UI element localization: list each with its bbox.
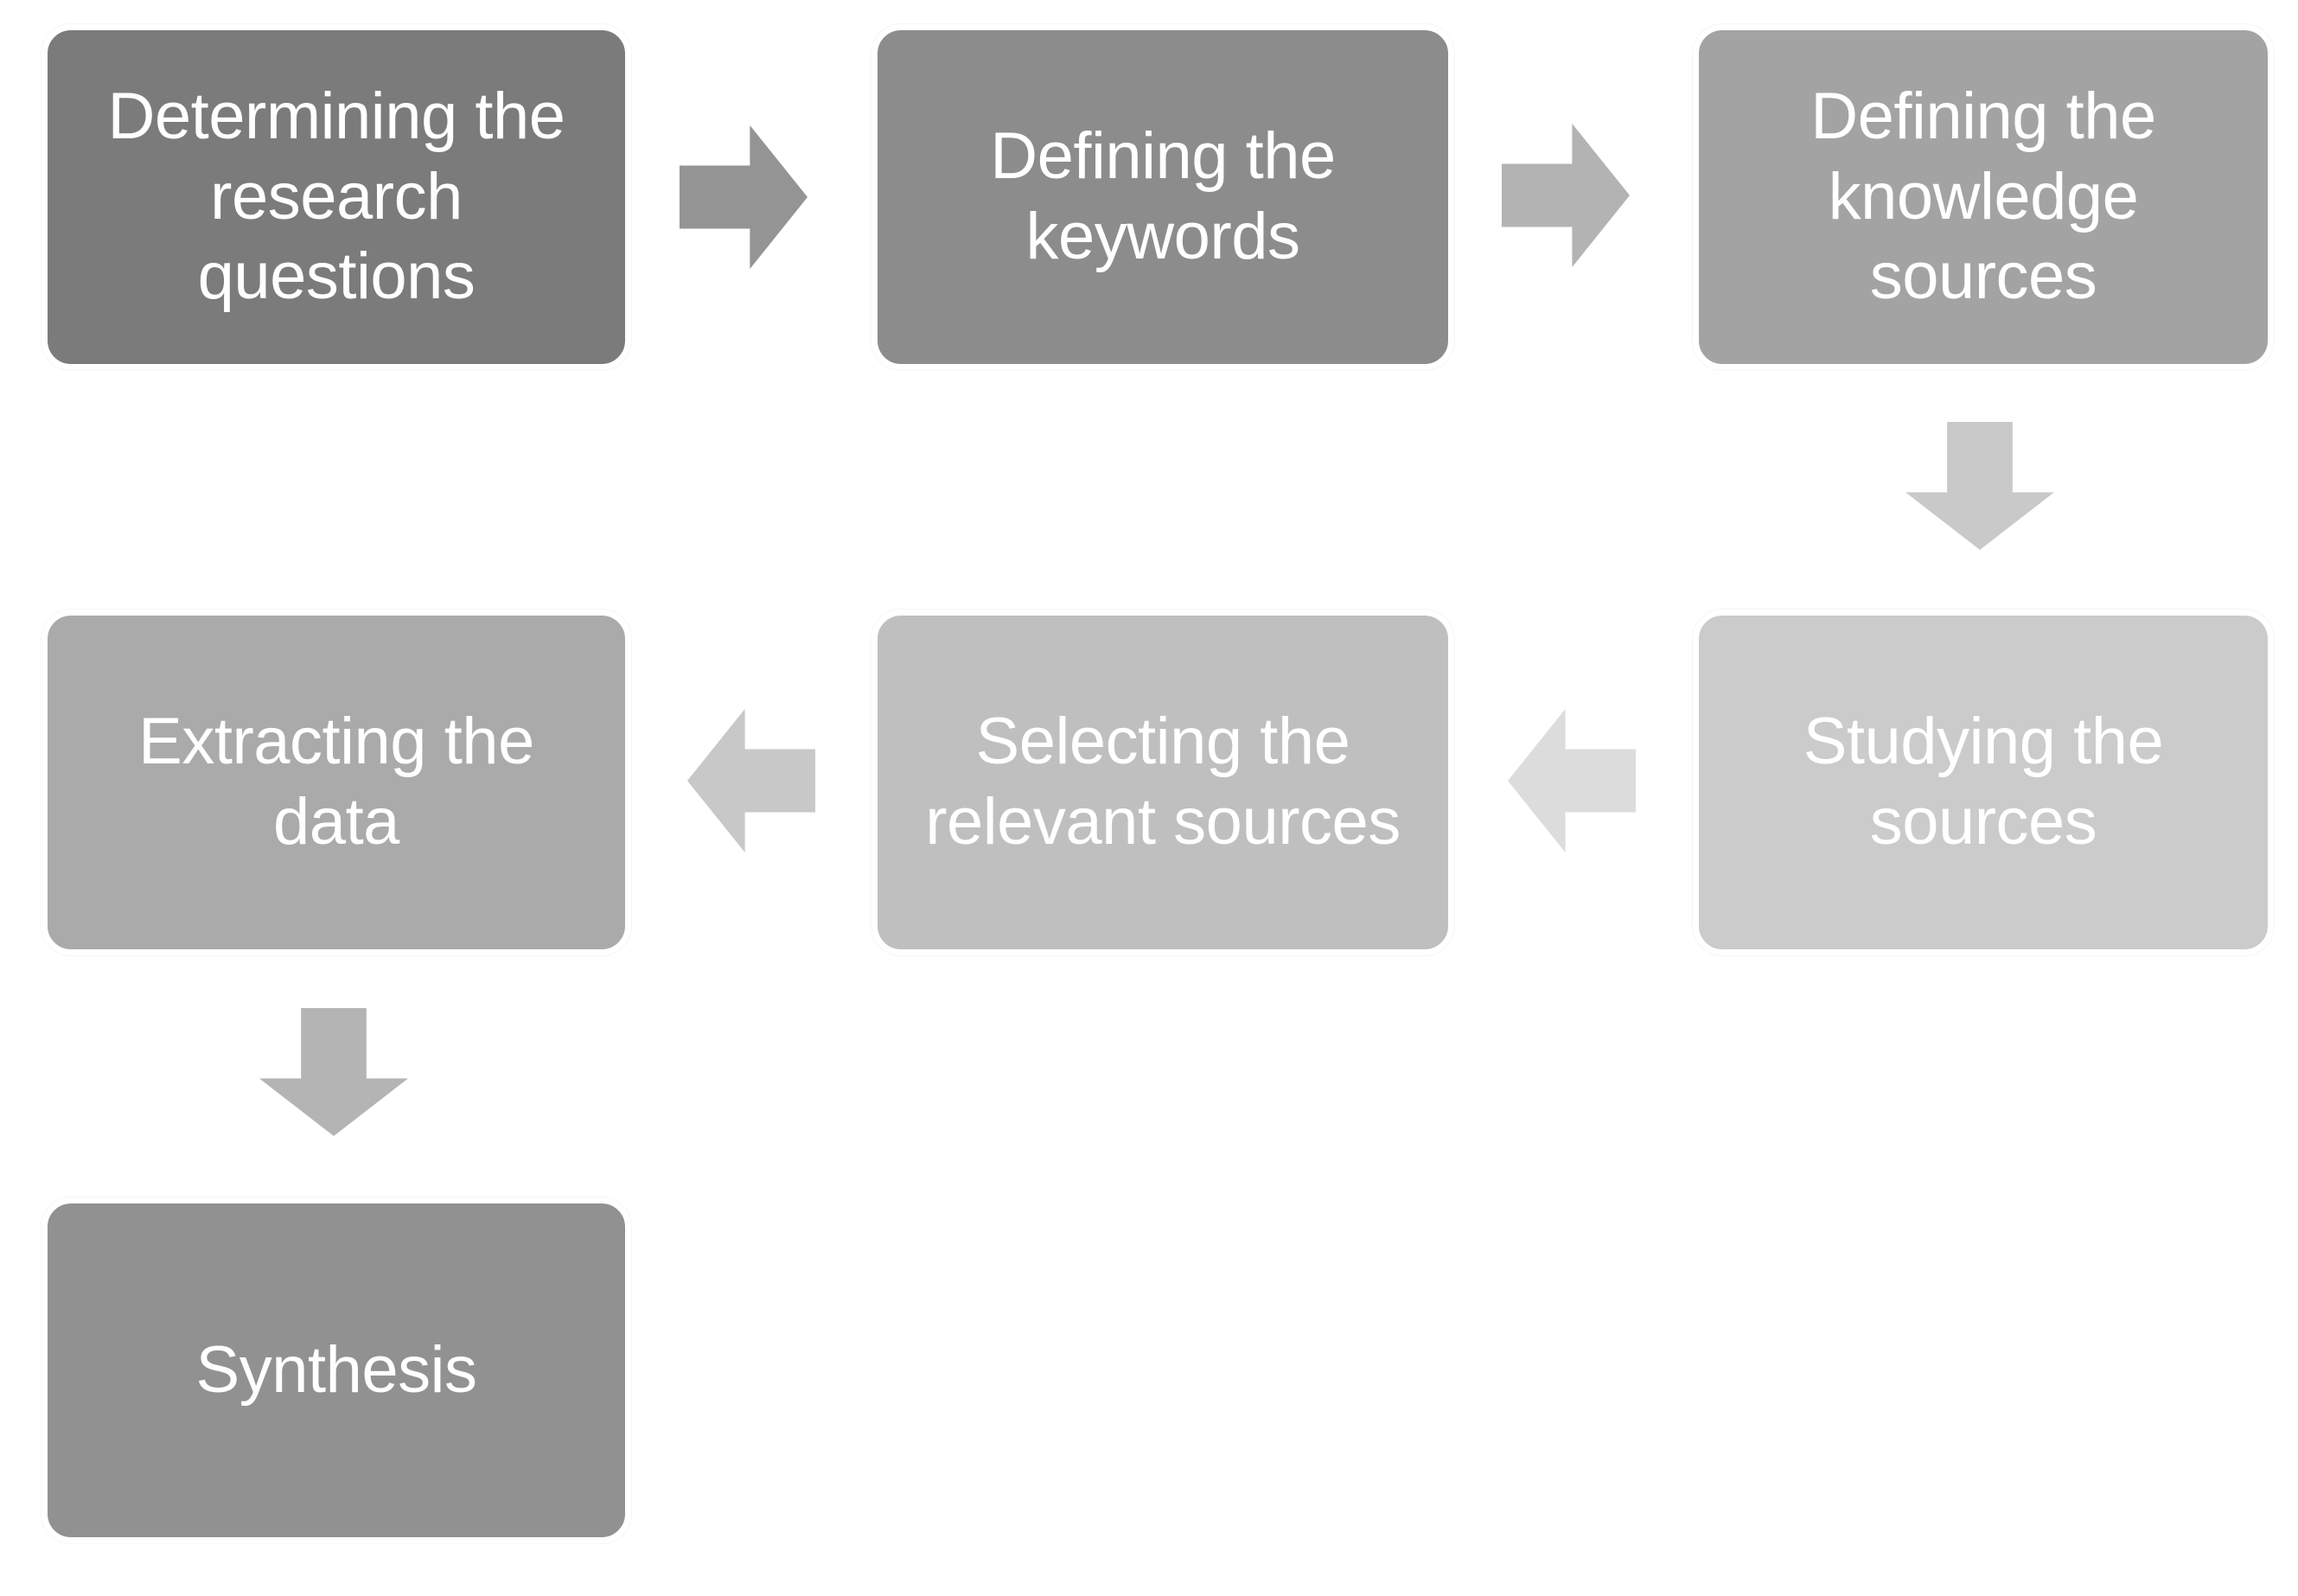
flow-node-label: Defining the knowledge sources (1810, 79, 2156, 314)
flow-node-label: Defining the keywords (990, 119, 1336, 273)
arrow-defining-keywords-to-knowledge-sources-icon (1502, 124, 1630, 267)
flow-node-studying-the-sources[interactable]: Studying the sources (1693, 610, 2274, 955)
arrow-selecting-to-extracting-icon (687, 709, 815, 852)
arrow-extracting-to-synthesis-icon (259, 1008, 408, 1136)
flow-node-label: Studying the sources (1803, 705, 2164, 859)
arrow-determining-to-defining-keywords-icon (680, 125, 807, 269)
flow-node-determining-the-research-questions[interactable]: Determining the research questions (41, 24, 631, 370)
arrow-knowledge-sources-to-studying-icon (1905, 422, 2054, 550)
flow-node-extracting-the-data[interactable]: Extracting the data (41, 610, 631, 955)
flow-node-defining-the-knowledge-sources[interactable]: Defining the knowledge sources (1693, 24, 2274, 370)
flow-node-synthesis[interactable]: Synthesis (41, 1197, 631, 1543)
arrow-studying-to-selecting-icon (1508, 709, 1636, 852)
flow-node-label: Extracting the data (138, 705, 534, 859)
flow-node-label: Synthesis (195, 1332, 478, 1407)
flow-node-defining-the-keywords[interactable]: Defining the keywords (871, 24, 1454, 370)
flow-node-selecting-the-relevant-sources[interactable]: Selecting the relevant sources (871, 610, 1454, 955)
flow-node-label: Selecting the relevant sources (925, 705, 1401, 859)
flow-node-label: Determining the research questions (107, 79, 566, 314)
